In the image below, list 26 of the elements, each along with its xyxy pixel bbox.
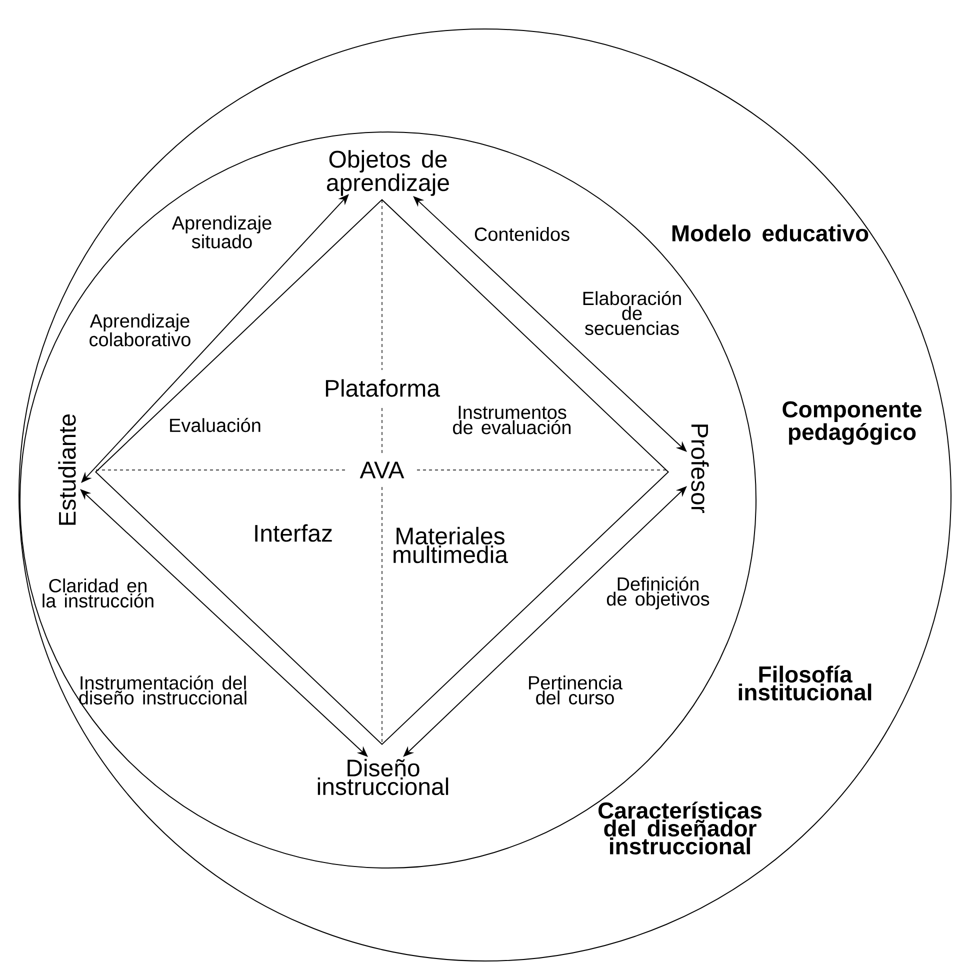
area-label: Evaluación [170,418,260,432]
arrow-label: Aprendizaje situado [172,216,272,248]
arrow-label: Instrumentación del diseño instruccional [79,675,246,705]
arrow-label: Elaboración de secuencias [583,290,681,336]
node-label: Profesor [691,424,709,513]
area-label: Instrumentos de evaluación [453,406,571,434]
node-label: Objetos de aprendizaje [326,150,449,196]
arrow-label: Claridad en la instrucción [42,578,154,608]
arrow-label: Pertinencia del curso [529,676,623,704]
area-label: Filosofía institucional [738,666,872,700]
area-label: Materiales multimedia [394,526,508,564]
double-arrow [81,194,349,483]
area-label: Plataforma [326,379,440,397]
arrow-label: Contenidos [474,227,570,241]
area-label: Interfaz [255,524,332,542]
area-label: Modelo educativo [672,224,868,242]
arrow-label: Definición de objetivos [606,576,710,610]
double-arrow [403,486,687,757]
double-arrow [413,196,687,452]
area-label: Componente pedagógico [782,401,922,445]
node-label: Estudiante [58,414,76,525]
node-label: Diseño instruccional [318,758,448,796]
area-label: Características del diseñador instruccional [598,802,762,854]
double-arrow [80,489,368,757]
area-label: AVA [360,462,404,478]
arrow-label: Aprendizaje colaborativo [90,314,190,346]
